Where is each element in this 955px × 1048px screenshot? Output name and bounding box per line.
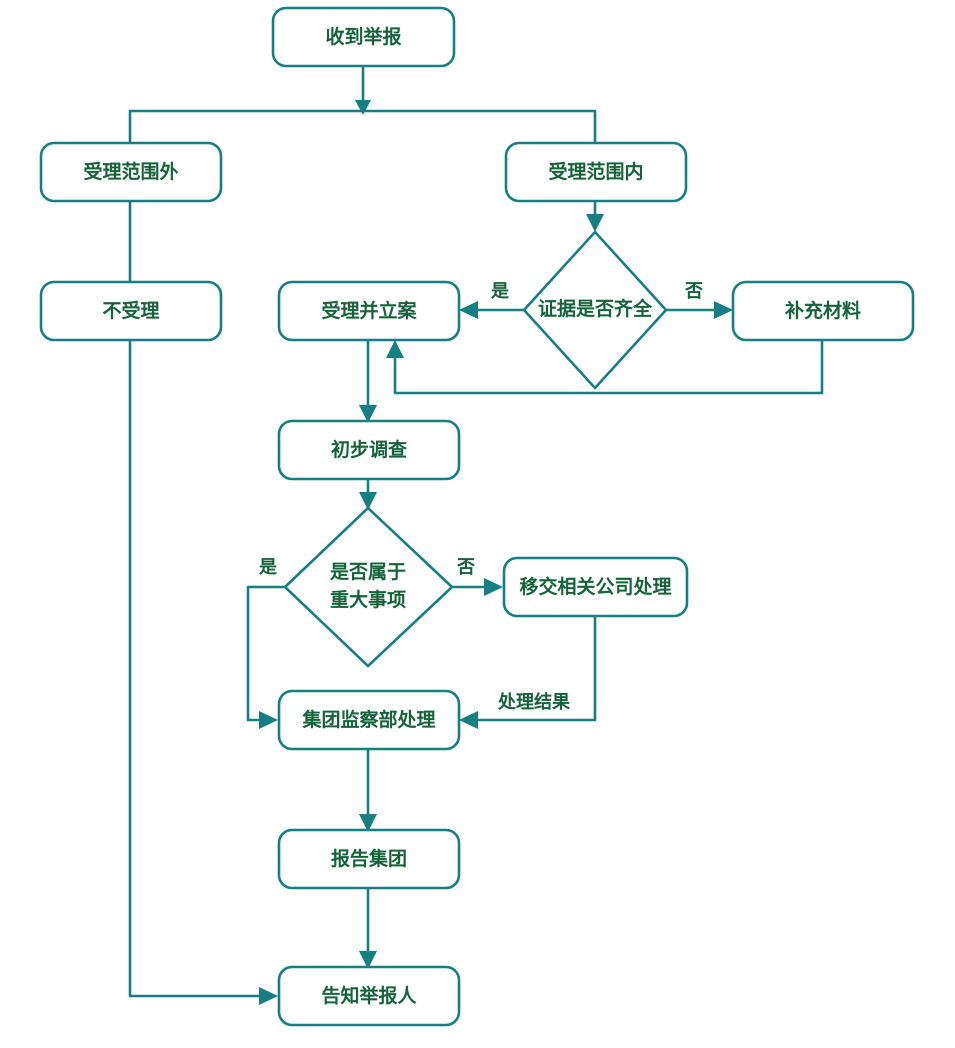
edge-label-major-no: 否 [456,557,475,577]
edge-receive-to-split [355,66,371,115]
edge-evidence-yes-to-accept [459,301,524,319]
node-evidence-complete-shape[interactable] [522,230,668,390]
node-transfer-to-company[interactable]: 移交相关公司处理 [502,556,689,618]
edge-group-to-report [359,749,377,832]
node-not-accepted[interactable]: 不受理 [39,280,223,342]
node-supplement-materials-box[interactable] [731,280,915,342]
node-major-matter-label-line2: 重大事项 [330,588,406,611]
node-group-supervision[interactable]: 集团监察部处理 [277,689,461,751]
edge-inscope-to-evidence [586,200,604,232]
edge-supplement-back-to-accept [386,339,824,395]
node-preliminary-investigation-box[interactable] [277,419,461,481]
node-in-scope-label: 受理范围内 [548,160,643,183]
node-receive-report-label: 收到举报 [325,25,401,48]
edge-label-major-yes: 是 [258,557,277,577]
node-receive-report[interactable]: 收到举报 [271,6,456,68]
node-major-matter-shape[interactable] [283,506,454,668]
node-preliminary-investigation[interactable]: 初步调查 [277,419,461,481]
edge-report-to-notify [359,888,377,969]
node-not-accepted-box[interactable] [39,280,223,342]
node-notify-reporter-box[interactable] [277,965,461,1027]
node-not-accepted-label: 不受理 [102,299,159,322]
node-accept-and-file-box[interactable] [277,280,461,342]
node-notify-reporter[interactable]: 告知举报人 [277,965,461,1027]
edge-major-yes-to-group [246,585,285,729]
node-notify-reporter-label: 告知举报人 [321,984,417,1007]
node-report-to-group-box[interactable] [277,828,461,890]
edge-major-no-to-transfer [452,578,503,596]
edge-accept-to-investigation [359,339,377,423]
node-accept-and-file-label: 受理并立案 [321,299,417,322]
node-out-of-scope-box[interactable] [39,141,223,203]
node-transfer-to-company-box[interactable] [502,556,689,618]
edge-label-evidence-yes: 是 [490,281,509,301]
edge-split-bar [128,109,597,142]
node-report-to-group[interactable]: 报告集团 [277,828,461,890]
node-out-of-scope[interactable]: 受理范围外 [39,141,223,203]
edge-label-handling-result: 处理结果 [497,691,571,712]
node-evidence-complete[interactable]: 证据是否齐全 [522,230,668,390]
node-report-to-group-label: 报告集团 [331,847,407,870]
node-in-scope[interactable]: 受理范围内 [504,141,688,203]
node-group-supervision-label: 集团监察部处理 [301,708,435,731]
node-major-matter[interactable]: 是否属于 重大事项 [283,506,454,668]
node-major-matter-label-line1: 是否属于 [330,561,406,583]
node-transfer-to-company-label: 移交相关公司处理 [519,575,671,598]
node-in-scope-box[interactable] [504,141,688,203]
node-preliminary-investigation-label: 初步调查 [331,438,408,461]
edge-notaccepted-to-notify [128,339,278,1005]
node-supplement-materials[interactable]: 补充材料 [731,280,915,342]
node-group-supervision-box[interactable] [277,689,461,751]
node-out-of-scope-label: 受理范围外 [83,160,178,183]
edge-label-evidence-no: 否 [684,281,703,301]
node-evidence-complete-label: 证据是否齐全 [538,297,653,320]
edge-evidence-no-to-supplement [666,301,733,319]
node-receive-report-box[interactable] [271,6,456,68]
edge-investigation-to-major [359,479,377,510]
edge-transfer-result-to-group [459,616,597,729]
node-supplement-materials-label: 补充材料 [785,299,861,322]
node-accept-and-file[interactable]: 受理并立案 [277,280,461,342]
